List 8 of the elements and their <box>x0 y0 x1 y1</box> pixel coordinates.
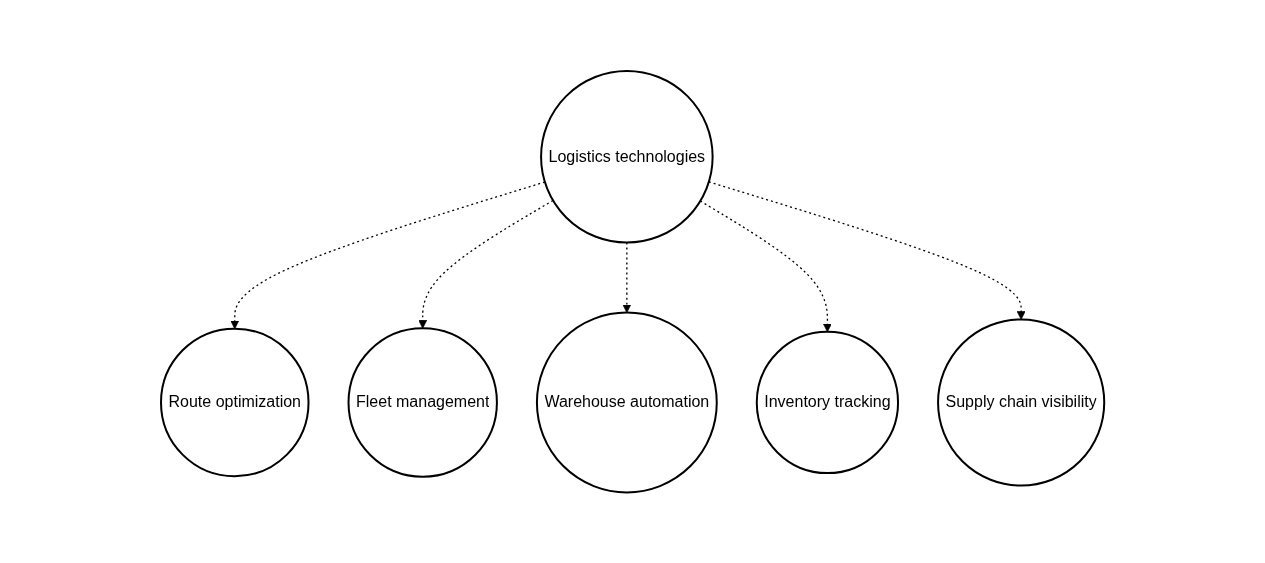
node-circle: Warehouse automation <box>535 311 718 494</box>
node-circle: Inventory tracking <box>755 330 899 474</box>
node-circle: Fleet management <box>347 327 498 478</box>
node-circle: Logistics technologies <box>539 69 714 244</box>
node-circle: Route optimization <box>159 327 310 477</box>
node-circle: Supply chain visibility <box>936 318 1106 487</box>
arrow <box>699 200 832 332</box>
arrow <box>622 241 632 313</box>
